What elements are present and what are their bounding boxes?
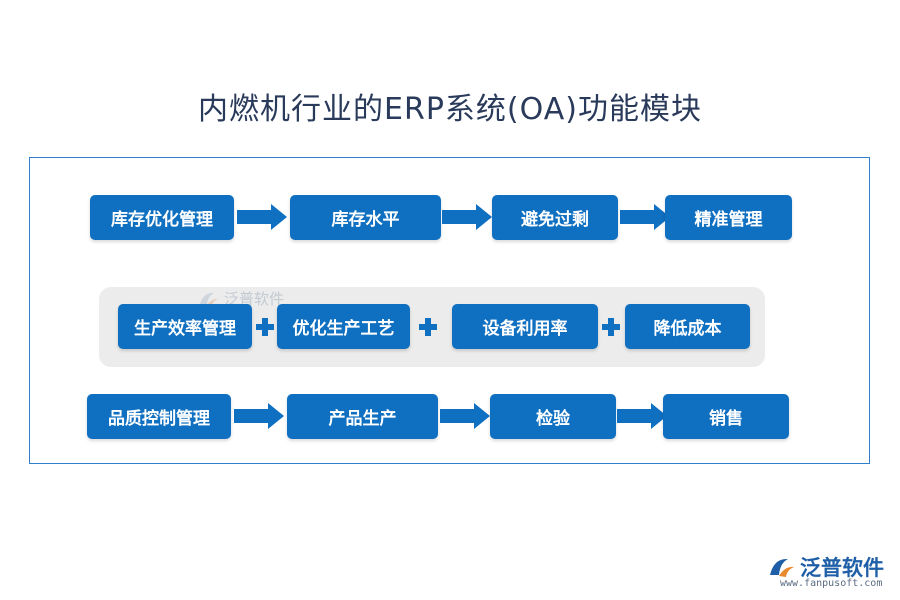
diagram-frame xyxy=(29,157,870,464)
arrow-icon xyxy=(440,403,490,429)
arrow-icon xyxy=(237,204,287,230)
arrow-icon xyxy=(442,204,492,230)
box-inspection: 检验 xyxy=(490,394,616,439)
brand-url: www.fanpusoft.com xyxy=(780,578,883,589)
plus-icon xyxy=(602,318,620,336)
box-production-efficiency: 生产效率管理 xyxy=(118,304,252,349)
arrow-icon xyxy=(617,403,667,429)
plus-icon xyxy=(419,318,437,336)
box-quality-control: 品质控制管理 xyxy=(87,394,231,439)
brand-logo: 泛普软件 xyxy=(768,552,884,582)
diagram-title: 内燃机行业的ERP系统(OA)功能模块 xyxy=(198,92,702,127)
box-product-production: 产品生产 xyxy=(287,394,438,439)
box-inventory-level: 库存水平 xyxy=(290,195,441,240)
plus-icon xyxy=(256,318,274,336)
watermark-logo-icon xyxy=(200,292,218,306)
brand-logo-icon xyxy=(770,558,794,577)
box-avoid-excess: 避免过剩 xyxy=(492,195,618,240)
watermark: 泛普软件 xyxy=(198,288,284,309)
box-equipment-utilization: 设备利用率 xyxy=(452,304,598,349)
brand-name: 泛普软件 xyxy=(800,556,884,580)
box-reduce-cost: 降低成本 xyxy=(625,304,750,349)
box-inventory-optimization: 库存优化管理 xyxy=(90,195,234,240)
box-optimize-process: 优化生产工艺 xyxy=(277,304,410,349)
box-precise-management: 精准管理 xyxy=(665,195,792,240)
arrow-icon xyxy=(620,204,670,230)
box-sales: 销售 xyxy=(663,394,789,439)
watermark-text: 泛普软件 xyxy=(224,290,285,308)
arrow-icon xyxy=(234,403,284,429)
